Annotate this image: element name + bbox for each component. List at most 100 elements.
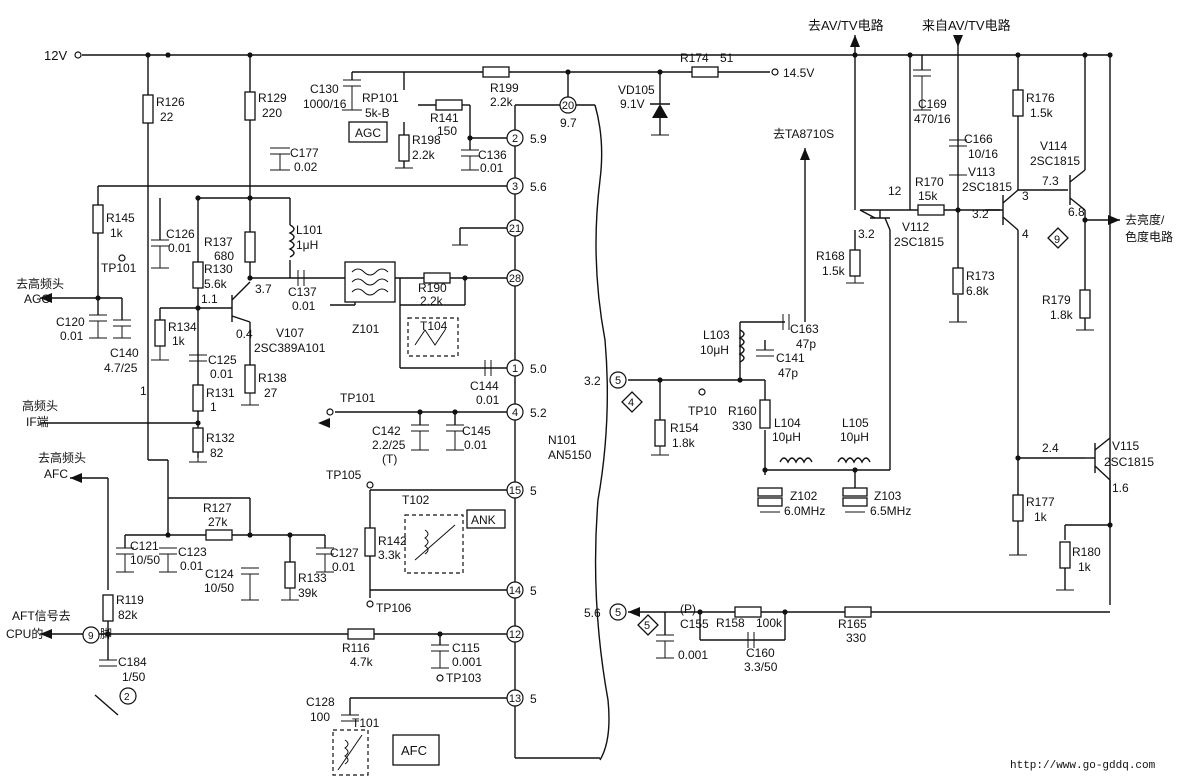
r176-value: 1.5k (1030, 106, 1054, 120)
diamond-9: 9 (1054, 234, 1060, 246)
r170-value: 15k (918, 189, 938, 203)
v113-name: V113 (968, 165, 995, 179)
filter-z101 (344, 261, 396, 303)
node-v-0-4: 0.4 (236, 327, 253, 341)
labels: 12V 14.5V 去AV/TV电路 来自AV/TV电路 去TA8710S 去亮… (6, 18, 1173, 772)
r134-value: 1k (172, 334, 186, 348)
node-v-1: 1 (140, 384, 147, 398)
r132-name: R132 (206, 431, 235, 445)
r158-value: 100k (756, 616, 783, 630)
vd105-name: VD105 (618, 83, 655, 97)
r131-value: 1 (210, 400, 217, 414)
l104-value: 10μH (772, 430, 801, 444)
v115-name: V115 (1112, 439, 1139, 453)
c163-name: C163 (790, 322, 819, 336)
c140-name: C140 (110, 346, 139, 360)
node-v-4: 4 (1022, 227, 1029, 241)
l101-value: 1μH (296, 238, 318, 252)
node-v-3-7: 3.7 (255, 282, 272, 296)
diamond-4: 4 (628, 397, 634, 409)
l105-name: L105 (842, 416, 869, 430)
r133-value: 39k (298, 586, 318, 600)
tp101a-label: TP101 (101, 261, 137, 275)
watermark-text: http://www.go-gddq.com (1010, 760, 1156, 772)
node-v-6-8: 6.8 (1068, 205, 1085, 219)
r174-name: R174 (680, 51, 709, 65)
r199-name: R199 (490, 81, 519, 95)
z101-label: Z101 (352, 322, 380, 336)
resistors (92, 66, 1091, 640)
v112-name: V112 (902, 220, 929, 234)
r160-name: R160 (728, 404, 757, 418)
crystal-filters (757, 487, 868, 507)
pin1-voltage: 5.0 (530, 362, 547, 376)
r145-value: 1k (110, 226, 124, 240)
pin3-voltage: 5.6 (530, 180, 547, 194)
transformer-t102 (404, 514, 464, 574)
r130-name: R130 (204, 262, 233, 276)
dest-cpu-pin-num: 9 (88, 631, 94, 642)
pin5b-voltage: 5.6 (584, 606, 601, 620)
pin20-voltage: 9.7 (560, 116, 577, 130)
l104-name: L104 (774, 416, 801, 430)
svg-text:28: 28 (509, 273, 521, 285)
r176-name: R176 (1026, 91, 1055, 105)
v107-value: 2SC389A101 (254, 341, 326, 355)
dest-to-av-tv: 去AV/TV电路 (808, 18, 884, 33)
c141-value: 47p (778, 366, 798, 380)
z103-name: Z103 (874, 489, 902, 503)
c155-tag: (P) (680, 602, 696, 616)
r145-name: R145 (106, 211, 135, 225)
capacitors (89, 69, 967, 722)
node-v-3-2b: 3.2 (972, 207, 989, 221)
r158-name: R158 (716, 616, 745, 630)
c137-name: C137 (288, 285, 317, 299)
r126-value: 22 (160, 110, 174, 124)
rail-145v: 14.5V (783, 66, 814, 80)
c128-value: 100 (310, 710, 330, 724)
r177-name: R177 (1026, 495, 1055, 509)
c145-name: C145 (462, 424, 491, 438)
tp103-label: TP103 (446, 671, 482, 685)
ic-pins (506, 96, 627, 707)
node-v-7-3: 7.3 (1042, 174, 1059, 188)
c115-value: 0.001 (452, 655, 482, 669)
svg-text:1: 1 (512, 363, 518, 375)
r180-name: R180 (1072, 545, 1101, 559)
c115-name: C115 (452, 641, 480, 655)
r170-name: R170 (915, 175, 944, 189)
cpu-pin-circle (82, 626, 100, 644)
c184-name: C184 (118, 655, 147, 669)
svg-text:2: 2 (512, 133, 518, 145)
dest-tuner-if: 高频头 (22, 398, 58, 413)
c144-name: C144 (470, 379, 499, 393)
c144-value: 0.01 (476, 393, 500, 407)
r168-name: R168 (816, 249, 845, 263)
c142-name: C142 (372, 424, 401, 438)
r137-name: R137 (204, 235, 233, 249)
rp101-name: RP101 (362, 91, 399, 105)
dest-aft-signal: AFT信号去 (12, 609, 71, 623)
dest-to-bright2: 色度电路 (1125, 229, 1173, 244)
l105-value: 10μH (840, 430, 869, 444)
ic-part: AN5150 (548, 448, 592, 462)
r199-value: 2.2k (490, 95, 514, 109)
r173-name: R173 (966, 269, 995, 283)
r154-name: R154 (670, 421, 699, 435)
c177-value: 0.02 (294, 160, 318, 174)
l103-value: 10μH (700, 343, 729, 357)
c130-name: C130 (310, 82, 339, 96)
pin13-voltage: 5 (530, 692, 537, 706)
svg-text:13: 13 (509, 693, 521, 705)
r190-name: R190 (418, 281, 447, 295)
r142-value: 3.3k (378, 548, 402, 562)
c142-value: 2.2/25 (372, 438, 406, 452)
r126-name: R126 (156, 95, 185, 109)
agc-box (348, 121, 388, 143)
c137-value: 0.01 (292, 299, 316, 313)
z102-name: Z102 (790, 489, 818, 503)
r198-value: 2.2k (412, 148, 436, 162)
r177-value: 1k (1034, 510, 1048, 524)
r130-value: 5.6k (204, 277, 228, 291)
ic-ref: N101 (548, 433, 577, 447)
